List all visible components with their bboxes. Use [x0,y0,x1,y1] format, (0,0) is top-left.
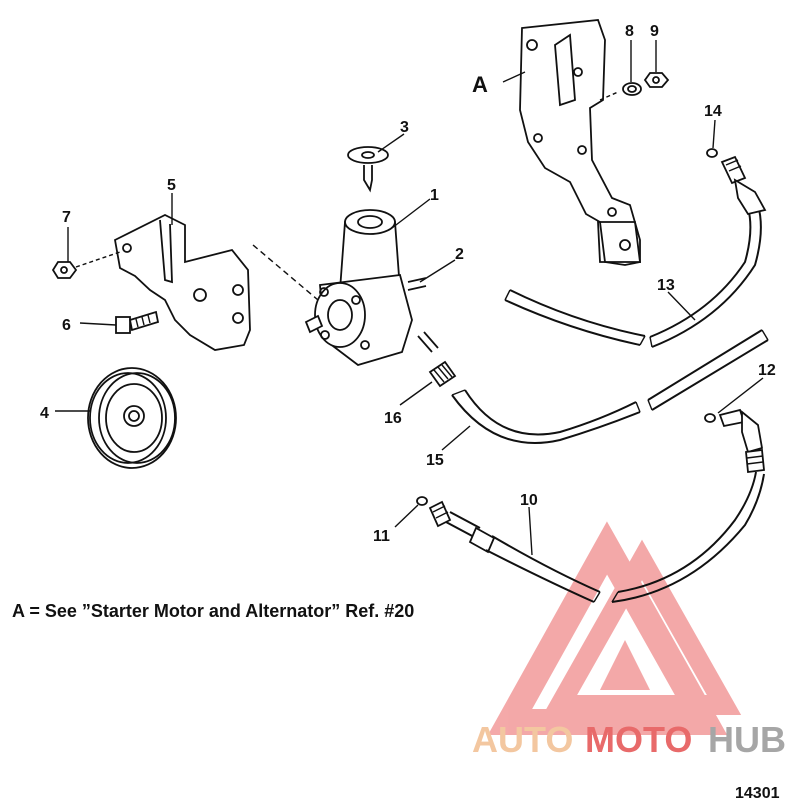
callout-11: 11 [373,528,390,545]
nut-part-9 [643,72,670,88]
pressure-hose-part-10 [428,471,765,603]
callout-13: 13 [657,277,675,294]
watermark-text-moto: MOTO [585,719,692,760]
hose-part-13 [504,204,762,348]
fitting-part-12 [704,408,765,474]
bracket-a [519,19,642,266]
callout-16: 16 [384,410,402,427]
fitting-part-14 [706,148,767,216]
callout-10: 10 [520,492,538,509]
hose-part-15 [451,329,769,444]
nut-part-7 [51,261,78,279]
watermark-text-hub: HUB [708,719,786,760]
callout-14: 14 [704,103,722,120]
watermark-text: AUTO MOTO HUB [472,719,786,760]
fitting-part-16 [428,360,457,388]
callout-7: 7 [62,209,71,226]
ref-letter-a: A [472,72,488,97]
reference-note: A = See ”Starter Motor and Alternator” R… [12,601,414,621]
fill-cap-part-3 [347,146,389,193]
watermark-logo-icon [487,521,742,735]
callouts: A 8 9 14 3 1 2 5 7 6 4 16 15 13 12 10 11 [40,23,776,545]
callout-8: 8 [625,23,634,40]
callout-9: 9 [650,23,659,40]
leader-lines [55,40,764,556]
callout-1: 1 [430,187,439,204]
power-steering-pump-part-1 [304,209,439,366]
washer-part-8 [622,82,642,96]
callout-12: 12 [758,362,776,379]
callout-4: 4 [40,405,49,422]
pump-bracket-part-5 [113,213,251,351]
callout-2: 2 [455,246,464,263]
callout-15: 15 [426,452,444,469]
callout-6: 6 [62,317,71,334]
o-ring-part-11 [416,496,428,506]
watermark-text-auto: AUTO [472,719,573,760]
callout-5: 5 [167,177,176,194]
callout-3: 3 [400,119,409,136]
bolt-part-6 [115,310,160,334]
figure-number: 14301 [735,785,780,802]
pulley-part-4 [87,367,177,469]
